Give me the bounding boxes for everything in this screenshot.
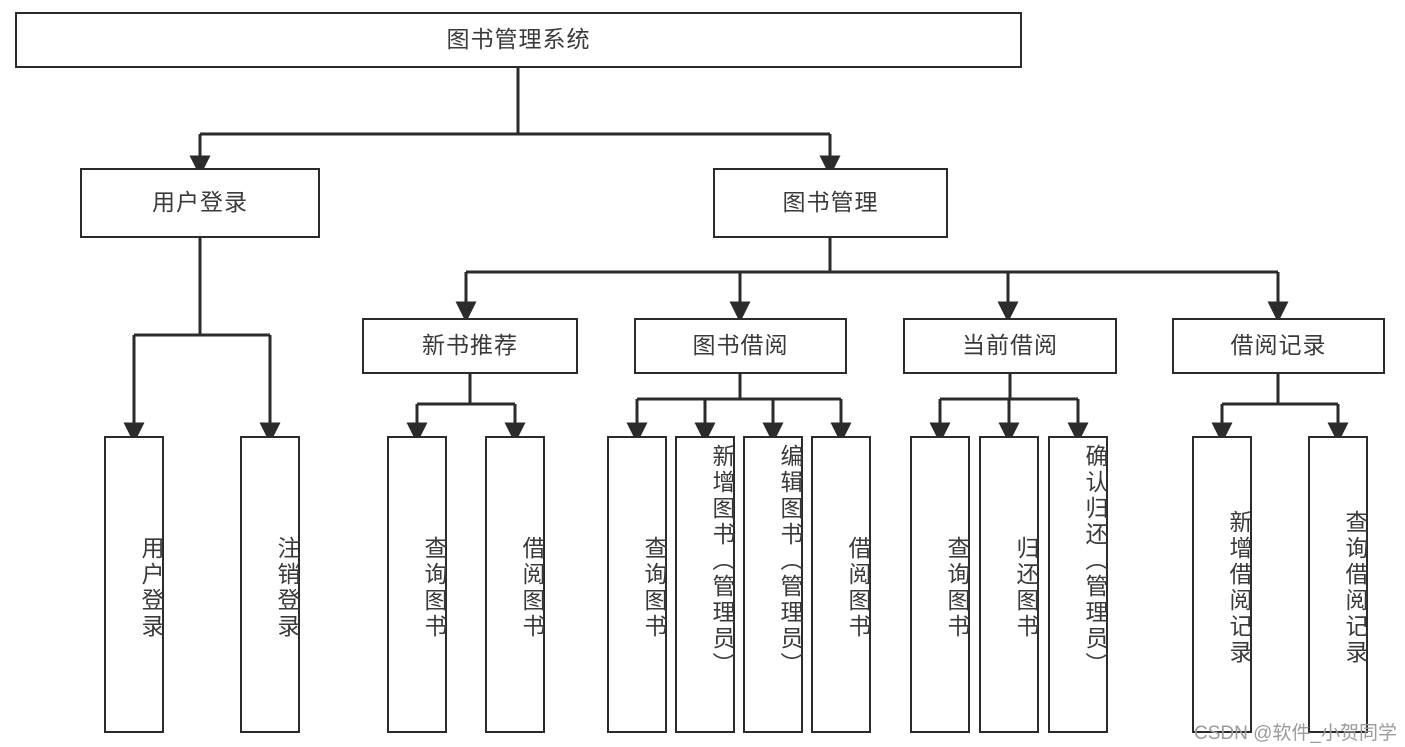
leaf-borrow-query-book-label: 查询图书 (641, 535, 667, 640)
node-current-borrow-label: 当前借阅 (962, 332, 1058, 359)
leaf-recommend-query-book[interactable]: 查询图书 (387, 436, 447, 733)
leaf-record-add[interactable]: 新增借阅记录 (1192, 436, 1252, 733)
leaf-current-query-book[interactable]: 查询图书 (910, 436, 970, 733)
node-borrow-record-label: 借阅记录 (1230, 332, 1327, 359)
node-book-borrow[interactable]: 图书借阅 (634, 318, 847, 374)
leaf-borrow-query-book[interactable]: 查询图书 (607, 436, 667, 733)
node-user-login-label: 用户登录 (152, 189, 248, 216)
watermark: CSDN @软件_小贺同学 (1194, 723, 1397, 744)
node-root-label: 图书管理系统 (446, 26, 591, 53)
node-current-borrow[interactable]: 当前借阅 (903, 318, 1117, 374)
leaf-user-logout[interactable]: 注销登录 (240, 436, 300, 733)
node-book-management[interactable]: 图书管理 (713, 168, 948, 238)
leaf-recommend-borrow-book[interactable]: 借阅图书 (485, 436, 545, 733)
node-book-borrow-label: 图书借阅 (692, 332, 789, 359)
leaf-record-add-label: 新增借阅记录 (1226, 509, 1252, 666)
leaf-current-query-book-label: 查询图书 (944, 535, 970, 640)
leaf-borrow-add-book[interactable]: 新增图书（管理员） (675, 436, 735, 733)
leaf-recommend-query-book-label: 查询图书 (421, 535, 447, 640)
leaf-current-return-book[interactable]: 归还图书 (979, 436, 1039, 733)
node-user-login[interactable]: 用户登录 (80, 168, 320, 238)
leaf-borrow-add-book-label: 新增图书（管理员） (709, 444, 735, 678)
leaf-current-return-book-label: 归还图书 (1013, 535, 1039, 640)
leaf-record-query-label: 查询借阅记录 (1342, 509, 1368, 666)
leaf-borrow-edit-book[interactable]: 编辑图书（管理员） (743, 436, 803, 733)
leaf-user-login-label: 用户登录 (138, 535, 164, 640)
node-new-book-recommend[interactable]: 新书推荐 (362, 318, 578, 374)
leaf-record-query[interactable]: 查询借阅记录 (1308, 436, 1368, 733)
leaf-borrow-edit-book-label: 编辑图书（管理员） (777, 444, 803, 678)
leaf-borrow-borrow-book[interactable]: 借阅图书 (811, 436, 871, 733)
leaf-user-login[interactable]: 用户登录 (104, 436, 164, 733)
leaf-current-confirm-return[interactable]: 确认归还（管理员） (1048, 436, 1108, 733)
leaf-borrow-borrow-book-label: 借阅图书 (845, 535, 871, 640)
node-book-management-label: 图书管理 (782, 189, 879, 216)
leaf-current-confirm-return-label: 确认归还（管理员） (1082, 444, 1108, 678)
node-borrow-record[interactable]: 借阅记录 (1172, 318, 1385, 374)
leaf-recommend-borrow-book-label: 借阅图书 (519, 535, 545, 640)
node-root[interactable]: 图书管理系统 (15, 12, 1022, 68)
leaf-user-logout-label: 注销登录 (274, 535, 300, 640)
node-new-book-recommend-label: 新书推荐 (422, 332, 518, 359)
